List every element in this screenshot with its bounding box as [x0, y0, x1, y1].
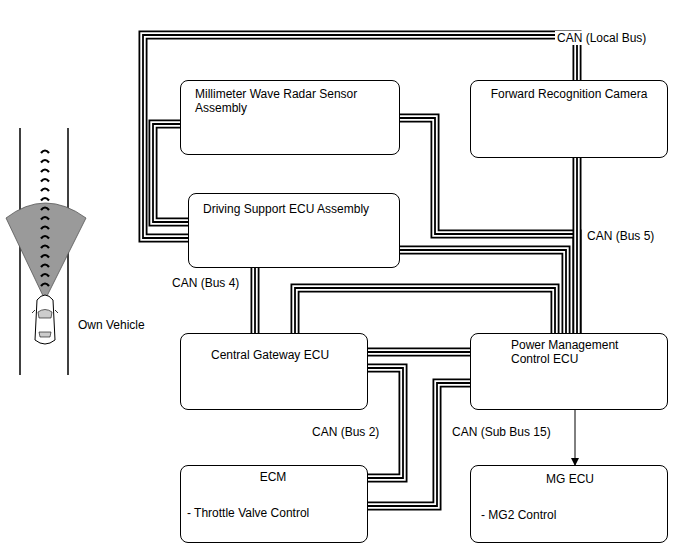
bus-label: CAN (Bus 2)	[310, 425, 381, 439]
ecu-box: MG ECU - MG2 Control	[470, 465, 668, 543]
ecu-box: Forward Recognition Camera	[470, 80, 668, 158]
can-bus-line	[368, 352, 470, 353]
lane-line	[19, 128, 21, 375]
radar-wave	[41, 179, 49, 182]
ecu-box: ECM - Throttle Valve Control	[180, 465, 368, 543]
box-title: Driving Support ECU Assembly	[203, 202, 391, 216]
radar-wave	[41, 265, 49, 268]
radar-wave	[41, 151, 49, 154]
box-title: Forward Recognition Camera	[479, 87, 659, 101]
ecu-box: Driving Support ECU Assembly	[188, 193, 400, 268]
control-arrow	[575, 410, 576, 465]
radar-wave	[41, 170, 49, 173]
box-title: Millimeter Wave Radar Sensor Assembly	[195, 87, 391, 115]
radar-fan	[6, 203, 86, 300]
radar-wave	[41, 284, 49, 287]
bus-label: CAN (Local Bus)	[555, 31, 648, 45]
can-bus-line	[577, 158, 578, 333]
radar-wave	[41, 227, 49, 230]
bus-label: CAN (Bus 4)	[170, 276, 241, 290]
box-function: - MG2 Control	[481, 508, 659, 522]
own-vehicle-car	[32, 295, 58, 344]
can-bus-line	[295, 288, 555, 333]
can-bus-line	[368, 383, 470, 506]
box-title: Power Management Control ECU	[511, 338, 659, 366]
can-bus-line	[368, 368, 403, 478]
ecu-box: Millimeter Wave Radar Sensor Assembly	[180, 80, 400, 155]
radar-waves	[41, 151, 49, 287]
radar-wave	[41, 198, 49, 201]
radar-wave	[41, 189, 49, 192]
radar-wave	[41, 160, 49, 163]
ecu-box: Power Management Control ECU	[470, 333, 668, 410]
radar-wave	[41, 274, 49, 277]
radar-wave	[41, 246, 49, 249]
radar-wave	[41, 255, 49, 258]
radar-wave	[41, 217, 49, 220]
ecu-box: Central Gateway ECU	[180, 333, 368, 410]
box-title: MG ECU	[481, 472, 659, 486]
bus-label: CAN (Bus 5)	[585, 229, 656, 243]
box-title: ECM	[187, 470, 359, 484]
radar-wave	[41, 236, 49, 239]
radar-wave	[41, 208, 49, 211]
box-title: Central Gateway ECU	[211, 348, 359, 362]
can-bus-line	[255, 268, 256, 333]
box-function: - Throttle Valve Control	[187, 506, 359, 520]
vehicle-label: Own Vehicle	[76, 318, 147, 332]
bus-label: CAN (Sub Bus 15)	[450, 425, 553, 439]
